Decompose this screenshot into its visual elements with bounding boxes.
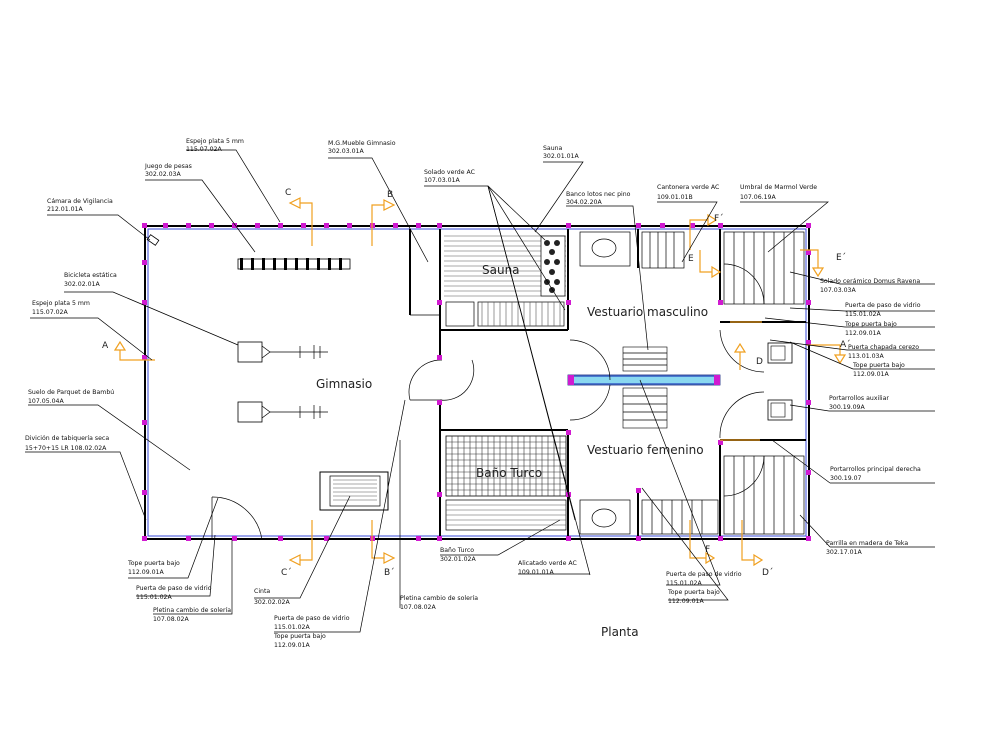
label-solado-verde: Solado verde AC xyxy=(424,169,475,176)
label-puerta-vidrio-b-code: 115.01.02A xyxy=(666,580,702,587)
section-label-c: C xyxy=(285,188,291,198)
label-puerta-vidrio-r1: Puerta de paso de vidrio xyxy=(845,302,921,309)
section-label-e2: E´ xyxy=(836,252,846,263)
label-banco-code: 304.02.20A xyxy=(566,199,602,206)
section-label-b2: B´ xyxy=(384,567,395,578)
section-label-f2: F´ xyxy=(714,213,724,224)
label-tope-bl: Tope puerta bajo xyxy=(127,560,180,567)
label-tope-bl-code: 112.09.01A xyxy=(128,569,164,576)
label-puerta-vidrio-r1-code: 115.01.02A xyxy=(845,311,881,318)
label-cantonera-code: 109.01.01B xyxy=(657,194,693,201)
label-division-code: 15+70+15 LR 108.02.02A xyxy=(25,445,107,452)
section-label-a2: A´ xyxy=(840,339,851,350)
outer-walls xyxy=(144,225,810,540)
label-parrilla: Parrilla en madera de Teka xyxy=(826,540,908,547)
gym-equipment xyxy=(146,234,389,511)
label-puerta-vidrio-m: Puerta de paso de vidrio xyxy=(274,615,350,622)
label-pletina-m: Pletina cambio de solería xyxy=(400,594,478,602)
label-portarrollos-ppal-code: 300.19.07 xyxy=(830,475,862,482)
label-espejo-top: Espejo plata 5 mm xyxy=(186,138,244,145)
label-tope-b: Tope puerta bajo xyxy=(667,589,720,596)
annotation-labels: Espejo plata 5 mm 115.07.02A M.G.Mueble … xyxy=(25,138,921,649)
section-label-e: E xyxy=(688,254,694,264)
section-label-f: F xyxy=(705,545,710,555)
label-solado-ceramico: Solado cerámico Domus Ravena xyxy=(820,277,920,285)
label-alicatado: Alicatado verde AC xyxy=(518,560,577,567)
label-puerta-chapada: Puerta chapada cerezo xyxy=(848,344,919,351)
label-tope-r1-code: 112.09.01A xyxy=(845,330,881,337)
room-label-male-locker: Vestuario masculino xyxy=(587,305,708,319)
label-suelo-parquet-code: 107.05.04A xyxy=(28,398,64,405)
label-pletina-m-code: 107.08.02A xyxy=(400,604,436,611)
label-puerta-chapada-code: 113.01.03A xyxy=(848,353,884,360)
label-mueble: M.G.Mueble Gimnasio xyxy=(328,140,396,147)
section-label-d: D xyxy=(756,357,763,367)
room-label-sauna: Sauna xyxy=(482,263,520,277)
label-pletina-l-code: 107.08.02A xyxy=(153,616,189,623)
label-tope-r1: Tope puerta bajo xyxy=(844,321,897,328)
label-tope-r2-code: 112.09.01A xyxy=(853,371,889,378)
label-umbral-code: 107.06.19A xyxy=(740,194,776,201)
label-cinta: Cinta xyxy=(254,588,270,595)
label-sauna-ref: Sauna xyxy=(543,145,563,152)
section-label-a: A xyxy=(102,341,109,351)
turkish-bath-room xyxy=(445,435,567,531)
label-bano-turco-ref: Baño Turco xyxy=(440,547,474,554)
label-portarrollos-aux: Portarrollos auxiliar xyxy=(829,395,889,402)
label-solado-verde-code: 107.03.01A xyxy=(424,177,460,184)
label-pletina-l: Pletina cambio de solería xyxy=(153,606,231,614)
label-portarrollos-aux-code: 300.19.09A xyxy=(829,404,865,411)
label-tope-b-code: 112.09.01A xyxy=(668,598,704,605)
section-markers: C B A C´ B´ F´ E E´ A´ D F D´ xyxy=(102,188,851,578)
label-cinta-code: 302.02.02A xyxy=(254,599,290,606)
label-sauna-ref-code: 302.01.01A xyxy=(543,153,579,160)
label-division: Divición de tabiquería seca xyxy=(25,434,109,442)
label-banco: Banco lotos nec pino xyxy=(566,191,631,198)
label-solado-ceramico-code: 107.03.03A xyxy=(820,287,856,294)
label-puerta-vidrio-b: Puerta de paso de vidrio xyxy=(666,571,742,578)
label-bicicleta-code: 302.02.01A xyxy=(64,281,100,288)
sauna-room xyxy=(444,235,566,327)
label-puerta-vidrio-l: Puerta de paso de vidrio xyxy=(136,585,212,592)
label-bicicleta: Bicicleta estática xyxy=(64,271,117,279)
label-espejo-top-code: 115.07.02A xyxy=(186,146,222,153)
label-puerta-vidrio-l-code: 115.01.02A xyxy=(136,594,172,601)
label-camara: Cámara de Vigilancia xyxy=(47,197,113,205)
room-label-turkish-bath: Baño Turco xyxy=(476,466,542,480)
drawing-title: Planta xyxy=(601,625,639,639)
label-tope-r2: Tope puerta bajo xyxy=(852,362,905,369)
room-label-gym: Gimnasio xyxy=(316,377,372,391)
section-label-d2: D´ xyxy=(762,567,773,578)
section-label-c2: C´ xyxy=(281,567,292,578)
label-juego-pesas: Juego de pesas xyxy=(144,163,192,170)
label-alicatado-code: 109.01.01A xyxy=(518,569,554,576)
label-bano-turco-ref-code: 302.01.02A xyxy=(440,556,476,563)
label-umbral: Umbral de Marmol Verde xyxy=(740,184,817,191)
doors xyxy=(211,263,765,541)
section-label-b: B xyxy=(387,190,393,200)
locker-fixtures xyxy=(579,231,805,535)
room-label-female-locker: Vestuario femenino xyxy=(587,443,704,457)
label-espejo-left-code: 115.07.02A xyxy=(32,309,68,316)
label-puerta-vidrio-m-code: 115.01.02A xyxy=(274,624,310,631)
label-camara-code: 212.01.01A xyxy=(47,206,83,213)
leader-lines xyxy=(25,149,935,633)
label-portarrollos-ppal: Portarrollos principal derecha xyxy=(830,466,921,473)
label-suelo-parquet: Suelo de Parquet de Bambú xyxy=(28,388,114,396)
label-tope-m: Tope puerta bajo xyxy=(273,633,326,640)
label-cantonera: Cantonera verde AC xyxy=(657,184,719,191)
label-tope-m-code: 112.09.01A xyxy=(274,642,310,649)
label-espejo-left: Espejo plata 5 mm xyxy=(32,300,90,307)
label-mueble-code: 302.03.01A xyxy=(328,148,364,155)
label-juego-pesas-code: 302.02.03A xyxy=(145,171,181,178)
label-parrilla-code: 302.17.01A xyxy=(826,549,862,556)
